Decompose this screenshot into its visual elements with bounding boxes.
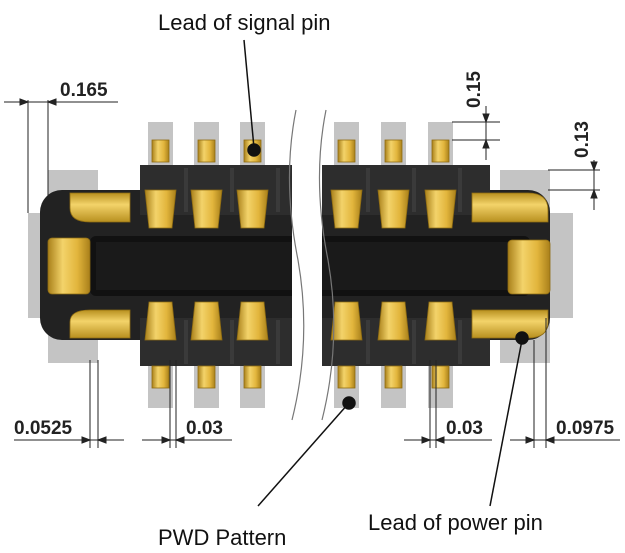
break-lines [288,109,335,421]
callout-pwd-pattern: PWD Pattern [158,525,286,550]
dim-label-bottom-4: 0.0975 [556,418,615,439]
dim-label-top-right-a: 0.15 [464,71,485,108]
dimension-lines [4,98,620,448]
dim-label-bottom-1: 0.0525 [14,418,73,439]
dim-label-top-left: 0.165 [60,80,108,101]
connector-body-right [322,165,550,366]
callout-lines [243,39,529,507]
signal-leads [144,139,457,389]
callout-signal-pin: Lead of signal pin [158,10,330,35]
callout-power-pin: Lead of power pin [368,510,543,535]
dim-label-top-right-b: 0.13 [572,121,593,158]
power-leads [47,192,551,339]
dim-label-bottom-2: 0.03 [186,418,223,439]
dim-label-bottom-3: 0.03 [446,418,483,439]
